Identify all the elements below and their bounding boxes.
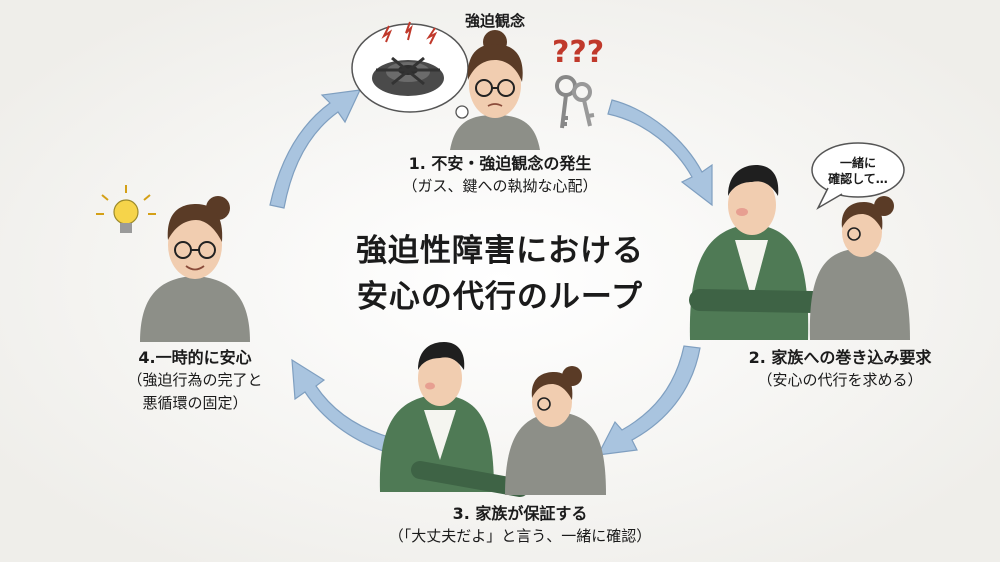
step-3-title: 3. 家族が保証する (452, 504, 588, 523)
step-4-detail-line-2: 悪循環の固定） (142, 394, 248, 412)
step-2-detail: （安心の代行を求める） (757, 371, 923, 389)
man-requesting-illustration (689, 165, 823, 340)
step-1-title: 1. 不安・強迫観念の発生 (408, 154, 592, 173)
gas-stove-icon (372, 56, 444, 96)
speech-line-2: 確認して… (828, 172, 888, 186)
arrow-1-to-2 (607, 99, 713, 207)
arrow-3-to-4 (291, 358, 393, 453)
step-3-label: 3. 家族が保証する （「大丈夫だよ」と言う、一緒に確認） (360, 502, 680, 548)
title-line-1: 強迫性障害における (356, 233, 644, 269)
step-2-label: 2. 家族への巻き込み要求 （安心の代行を求める） (700, 346, 980, 392)
man-anxious-illustration (379, 342, 529, 497)
step-2-title: 2. 家族への巻き込み要求 (748, 348, 932, 367)
step-4-detail-line-1: （強迫行為の完了と (127, 371, 263, 389)
step-3-detail: （「大丈夫だよ」と言う、一緒に確認） (388, 527, 652, 545)
alert-spark-icon (381, 21, 438, 45)
diagram-title: 強迫性障害における 安心の代行のループ (320, 228, 680, 320)
speech-line-1: 一緒に (839, 156, 876, 170)
woman-supporting-illustration (809, 196, 910, 340)
relieved-woman-illustration (140, 196, 250, 342)
speech-bubble-text: 一緒に 確認して… (815, 155, 901, 187)
lightbulb-icon (96, 185, 156, 233)
keys-icon (555, 75, 595, 129)
step-4-title: 4.一時的に安心 (138, 348, 252, 367)
obsession-caption: 強迫観念 (464, 12, 525, 30)
woman-reassuring-illustration (505, 366, 606, 495)
title-line-2: 安心の代行のループ (356, 279, 644, 315)
anxious-woman-illustration (450, 30, 540, 150)
step-1-label: 1. 不安・強迫観念の発生 （ガス、鍵への執拗な心配） (380, 152, 620, 198)
step-1-detail: （ガス、鍵への執拗な心配） (402, 177, 598, 195)
speech-bubble (811, 142, 905, 210)
question-marks: ??? (552, 35, 604, 70)
step-4-label: 4.一時的に安心 （強迫行為の完了と 悪循環の固定） (90, 346, 300, 415)
